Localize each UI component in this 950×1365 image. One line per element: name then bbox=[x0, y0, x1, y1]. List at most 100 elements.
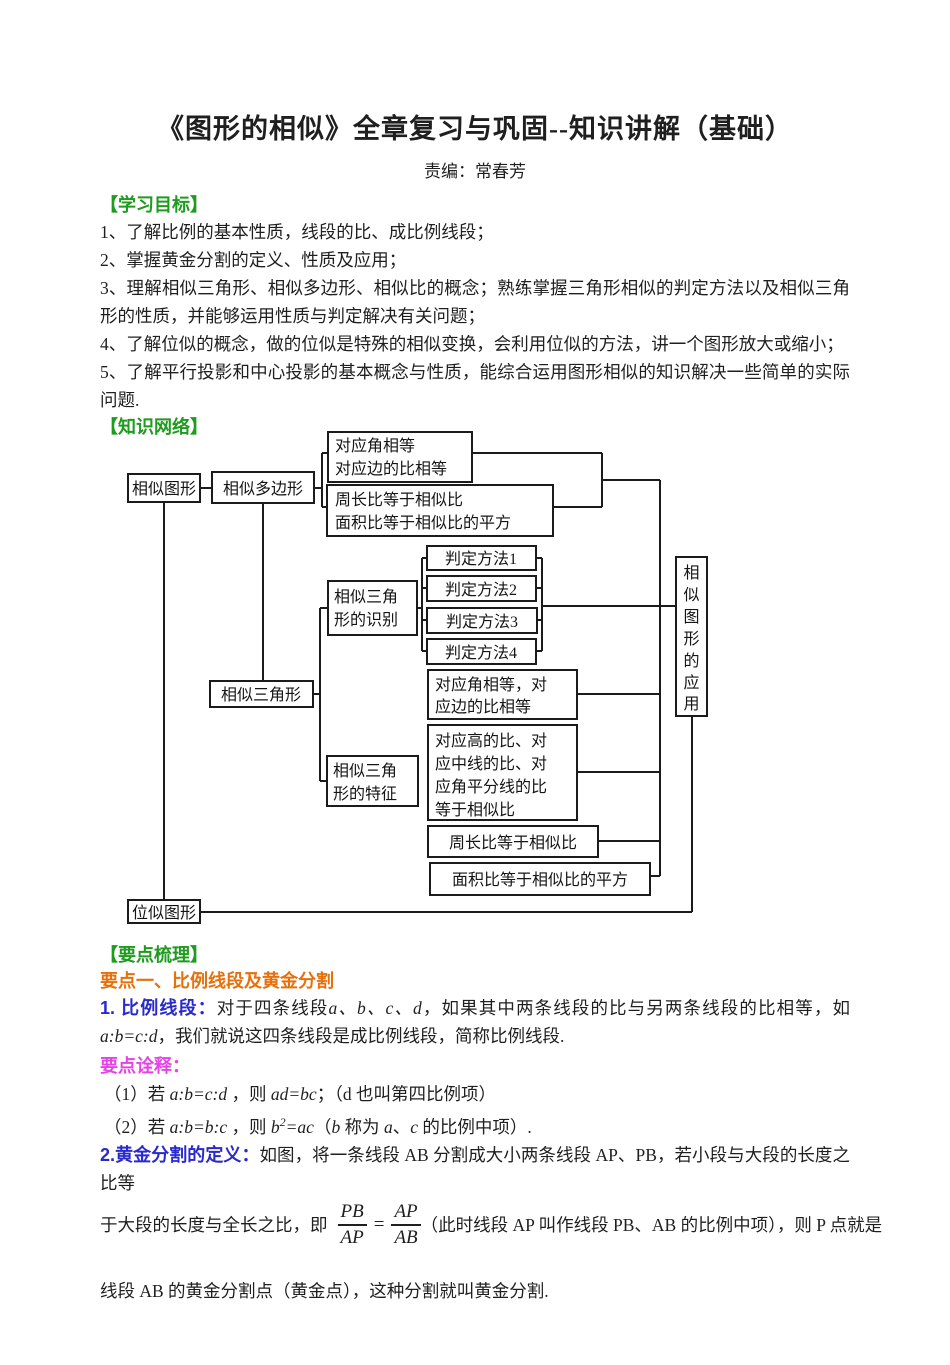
svg-text:应中线的比、对: 应中线的比、对 bbox=[435, 754, 547, 773]
golden-section-paragraph-line3: 线段 AB 的黄金分割点（黄金点），这种分割就叫黄金分割. bbox=[100, 1280, 549, 1301]
p1-italic-1: a、b、c、d bbox=[328, 998, 422, 1018]
outline-heading: 【要点梳理】 bbox=[100, 945, 208, 965]
fraction-pb-ap: PB AP bbox=[337, 1201, 367, 1249]
note2-aa: a bbox=[383, 1116, 393, 1137]
node-method-1: 判定方法1 bbox=[426, 545, 537, 571]
fraction-2-denominator: AB bbox=[394, 1226, 418, 1248]
svg-text:似: 似 bbox=[683, 587, 699, 604]
p2-line2-post: （此时线段 AP 叫作线段 PB、AB 的比例中项），则 P 点就是 bbox=[420, 1215, 883, 1236]
objective-item-2: 2、掌握黄金分割的定义、性质及应用； bbox=[100, 250, 407, 270]
connector-identify-methods bbox=[417, 557, 427, 652]
svg-text:周长比等于相似比: 周长比等于相似比 bbox=[335, 491, 463, 509]
note2-text-2: 称为 bbox=[340, 1116, 384, 1137]
node-method-2: 判定方法2 bbox=[426, 575, 537, 602]
note2-mid: ，则 bbox=[227, 1116, 271, 1137]
note2-formula-1: a:b=b:c bbox=[169, 1116, 228, 1137]
network-heading: 【知识网络】 bbox=[100, 417, 208, 437]
topic1-heading: 要点一、比例线段及黄金分割 bbox=[100, 971, 334, 991]
proportional-segments-paragraph: 1. 比例线段：对于四条线段a、b、c、d，如果其中两条线段的比与另两条线段的比… bbox=[100, 994, 850, 1050]
p1-text-2: ，如果其中两条线段的比与另两条线段的比相等，如 bbox=[421, 998, 851, 1018]
node-similar-figures: 相似图形 bbox=[127, 473, 201, 503]
connector-homothetic-application bbox=[200, 716, 693, 913]
svg-text:面积比等于相似比的平方: 面积比等于相似比的平方 bbox=[452, 871, 628, 889]
note2-paren: （ bbox=[313, 1116, 332, 1137]
node-triangle-identification: 相似三角 形的识别 bbox=[327, 580, 418, 636]
svg-text:对应边的比相等: 对应边的比相等 bbox=[335, 459, 447, 478]
p2-line2-pre: 于大段的长度与全长之比，即 bbox=[100, 1215, 328, 1236]
connector-polygons-branch bbox=[314, 452, 328, 508]
svg-text:形的识别: 形的识别 bbox=[334, 611, 398, 629]
svg-text:判定方法2: 判定方法2 bbox=[445, 581, 517, 599]
golden-section-formula-line: 于大段的长度与全长之比，即 PB AP = AP AB （此时线段 AP 叫作线… bbox=[100, 1201, 882, 1249]
note1-post: ；（d 也叫第四比例项） bbox=[316, 1084, 497, 1104]
note2-superscript: 2 bbox=[279, 1115, 286, 1129]
svg-text:形的特征: 形的特征 bbox=[333, 785, 397, 803]
svg-text:判定方法3: 判定方法3 bbox=[446, 613, 518, 631]
node-application: 相 似 图 形 的 应 用 bbox=[675, 556, 708, 717]
fraction-2-numerator: AP bbox=[391, 1201, 421, 1226]
node-feature-area: 面积比等于相似比的平方 bbox=[429, 862, 651, 896]
note-item-1: （1）若 a:b=c:d ，则 ad=bc；（d 也叫第四比例项） bbox=[100, 1080, 850, 1108]
proportional-segments-label: 1. 比例线段： bbox=[100, 998, 217, 1018]
node-similar-polygons: 相似多边形 bbox=[211, 471, 315, 504]
note1-formula-1: a:b=c:d bbox=[169, 1084, 228, 1104]
svg-text:形: 形 bbox=[683, 630, 699, 648]
note1-mid: ，则 bbox=[227, 1084, 271, 1104]
node-similar-triangles: 相似三角形 bbox=[209, 680, 314, 708]
node-method-3: 判定方法3 bbox=[426, 607, 538, 634]
connector-properties-merge bbox=[472, 452, 660, 508]
svg-text:判定方法4: 判定方法4 bbox=[445, 644, 517, 662]
svg-text:相: 相 bbox=[683, 564, 699, 582]
objectives-heading: 【学习目标】 bbox=[100, 195, 208, 215]
node-homothetic-figures: 位似图形 bbox=[127, 899, 201, 924]
objective-item-3: 3、理解相似三角形、相似多边形、相似比的概念；熟练掌握三角形相似的判定方法以及相… bbox=[100, 278, 850, 326]
note1-pre: （1）若 bbox=[104, 1084, 170, 1104]
p1-text-3: ，我们就说这四条线段是成比例线段，简称比例线段. bbox=[157, 1026, 565, 1046]
note-item-2: （2）若 a:b=b:c ，则 b2=ac（b 称为 a、c 的比例中项）. bbox=[100, 1108, 850, 1141]
note2-eq: =ac bbox=[285, 1116, 314, 1137]
connector-triangles-branch bbox=[313, 607, 328, 782]
note1-formula-2: ad=bc bbox=[270, 1084, 317, 1104]
node-feature-perimeter: 周长比等于相似比 bbox=[427, 825, 599, 858]
objective-item-1: 1、了解比例的基本性质，线段的比、成比例线段； bbox=[100, 222, 494, 242]
note2-b: b bbox=[270, 1116, 280, 1137]
fraction-1-numerator: PB bbox=[337, 1201, 367, 1226]
svg-text:对应角相等，对: 对应角相等，对 bbox=[435, 675, 547, 694]
objective-item-4: 4、了解位似的概念，做的位似是特殊的相似变换，会利用位似的方法，讲一个图形放大或… bbox=[100, 334, 844, 354]
svg-text:判定方法1: 判定方法1 bbox=[445, 550, 517, 568]
svg-text:图: 图 bbox=[683, 609, 699, 626]
note2-cc: c bbox=[410, 1116, 418, 1137]
svg-text:应边的比相等: 应边的比相等 bbox=[435, 697, 531, 716]
p1-text-1: 对于四条线段 bbox=[216, 998, 329, 1018]
p2-line1-text: 如图，将一条线段 AB 分割成大小两条线段 AP、PB，若小段与大段的长度之比等 bbox=[100, 1144, 850, 1193]
note2-dun: 、 bbox=[392, 1116, 411, 1137]
svg-text:位似图形: 位似图形 bbox=[132, 904, 196, 922]
svg-text:等于相似比: 等于相似比 bbox=[435, 801, 515, 819]
golden-section-paragraph-line1: 2.黄金分割的定义：如图，将一条线段 AB 分割成大小两条线段 AP、PB，若小… bbox=[100, 1141, 850, 1197]
objective-item-5: 5、了解平行投影和中心投影的基本概念与性质，能综合运用图形相似的知识解决一些简单… bbox=[100, 362, 850, 410]
note2-text-3: 的比例中项）. bbox=[417, 1116, 532, 1137]
svg-text:对应角相等: 对应角相等 bbox=[335, 436, 415, 455]
equals-sign: = bbox=[373, 1213, 385, 1235]
node-polygon-properties: 对应角相等 对应边的比相等 bbox=[327, 431, 473, 483]
p1-italic-2: a:b=c:d bbox=[100, 1026, 158, 1046]
note2-pre: （2）若 bbox=[104, 1116, 170, 1137]
svg-text:面积比等于相似比的平方: 面积比等于相似比的平方 bbox=[335, 514, 511, 532]
svg-text:相似多边形: 相似多边形 bbox=[223, 480, 303, 498]
note-heading: 要点诠释： bbox=[100, 1056, 190, 1076]
node-method-4: 判定方法4 bbox=[426, 638, 537, 665]
svg-text:周长比等于相似比: 周长比等于相似比 bbox=[449, 834, 577, 852]
svg-text:相似三角形: 相似三角形 bbox=[221, 686, 301, 704]
byline: 责编：常春芳 bbox=[424, 162, 526, 181]
golden-section-label: 2.黄金分割的定义： bbox=[100, 1144, 260, 1165]
connector-methods-application bbox=[536, 557, 676, 652]
node-polygon-ratios: 周长比等于相似比 面积比等于相似比的平方 bbox=[326, 484, 554, 537]
svg-text:应: 应 bbox=[683, 673, 699, 692]
svg-text:相似图形: 相似图形 bbox=[132, 480, 196, 498]
page-title: 《图形的相似》全章复习与巩固--知识讲解（基础） bbox=[157, 114, 793, 144]
svg-text:应角平分线的比: 应角平分线的比 bbox=[435, 777, 547, 796]
node-feature-segments: 对应高的比、对 应中线的比、对 应角平分线的比 等于相似比 bbox=[427, 724, 578, 821]
knowledge-network-diagram: 相似图形 相似多边形 对应角相等 对应边的比相等 周长比等于相似比 面积比等于相… bbox=[0, 428, 950, 938]
fraction-1-denominator: AP bbox=[340, 1226, 364, 1248]
